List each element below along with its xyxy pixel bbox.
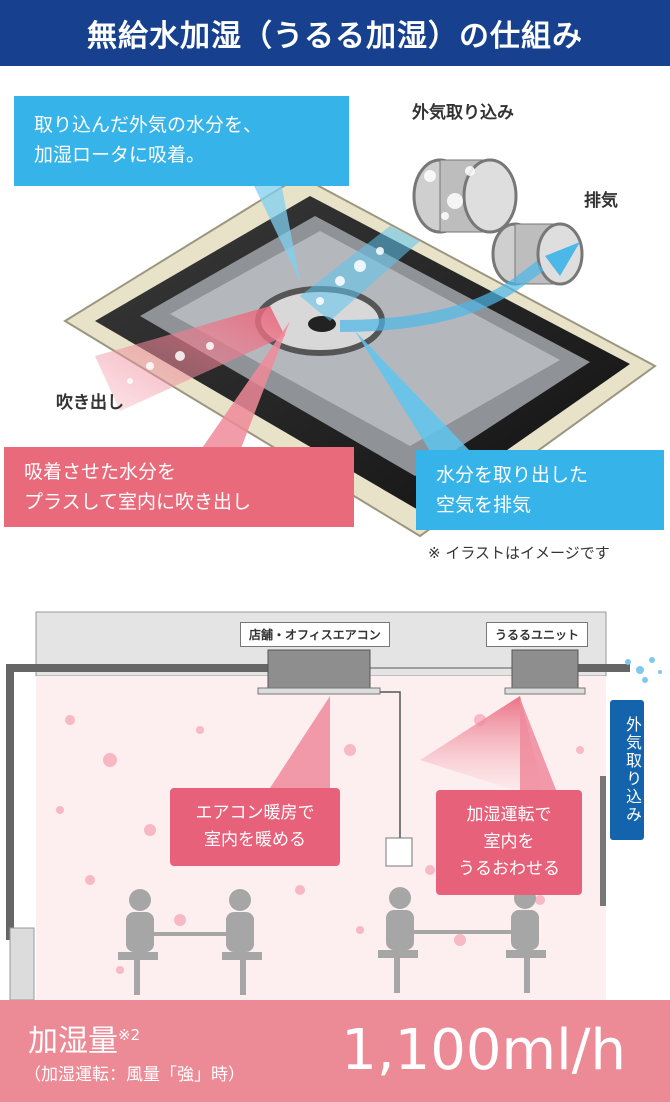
label-intake: 外気取り込み <box>412 103 514 123</box>
callout-remove-line2: 空気を排気 <box>436 494 532 516</box>
unit-illustration <box>63 126 657 538</box>
callout-humidify-line1: 加湿運転で <box>466 805 552 825</box>
callout-humidify-line3: うるおわせる <box>458 859 560 879</box>
outside-air-spray <box>625 657 662 683</box>
remote-controller <box>385 837 413 867</box>
duct-line <box>6 664 268 940</box>
callout-humidify: 加湿運転で 室内を うるおわせる <box>436 790 582 895</box>
label-blowout: 吹き出し <box>56 393 124 413</box>
aircon-beam <box>270 696 330 788</box>
callout-add-line2: プラスして室内に吹き出し <box>24 491 252 513</box>
callout-humidify-line2: 室内を <box>483 832 535 852</box>
spec-superscript: ※2 <box>118 1026 141 1044</box>
callout-remove: 水分を取り出した 空気を排気 <box>416 450 664 530</box>
exhaust-arrow <box>545 242 580 276</box>
label-aircon: 店舗・オフィスエアコン <box>240 622 390 647</box>
aircon-unit <box>267 649 371 689</box>
label-intake-vertical: 外気取り込み <box>610 700 644 840</box>
beam-add <box>200 321 290 451</box>
callout-absorb: 取り込んだ外気の水分を、 加湿ロータに吸着。 <box>14 96 349 186</box>
spec-band: 加湿量※2 （加湿運転：風量「強」時） 1,100ml/h <box>0 1000 670 1102</box>
spec-condition: （加湿運転：風量「強」時） <box>24 1065 245 1085</box>
spec-title-text: 加湿量 <box>28 1024 118 1059</box>
label-ururu-unit: うるるユニット <box>486 622 589 647</box>
office-people <box>118 887 546 995</box>
image-note: ※ イラストはイメージです <box>428 544 610 562</box>
beam-remove <box>355 331 470 451</box>
callout-remove-line1: 水分を取り出した <box>436 464 589 486</box>
intake-airflow <box>300 226 420 321</box>
callout-heating-line2: 室内を暖める <box>204 830 306 850</box>
blowout-airflow <box>95 306 285 411</box>
spec-value: 1,100ml/h <box>341 1018 626 1083</box>
ururu-unit <box>511 649 579 689</box>
bubbles-top <box>127 166 475 384</box>
callout-heating: エアコン暖房で 室内を暖める <box>170 788 340 866</box>
humidify-spray <box>420 696 545 800</box>
floor-unit <box>9 927 35 1000</box>
spec-title: 加湿量※2 <box>28 1016 140 1060</box>
right-wall <box>600 776 606 906</box>
callout-add-line1: 吸着させた水分を <box>24 461 177 483</box>
callout-heating-line1: エアコン暖房で <box>195 803 315 823</box>
label-exhaust: 排気 <box>584 191 618 211</box>
page-title: 無給水加湿（うるる加湿）の仕組み <box>0 0 670 66</box>
exhaust-airflow <box>339 261 544 332</box>
callout-absorb-line2: 加湿ロータに吸着。 <box>34 144 206 166</box>
callout-absorb-line1: 取り込んだ外気の水分を、 <box>34 114 263 136</box>
callout-add: 吸着させた水分を プラスして室内に吹き出し <box>4 447 354 527</box>
